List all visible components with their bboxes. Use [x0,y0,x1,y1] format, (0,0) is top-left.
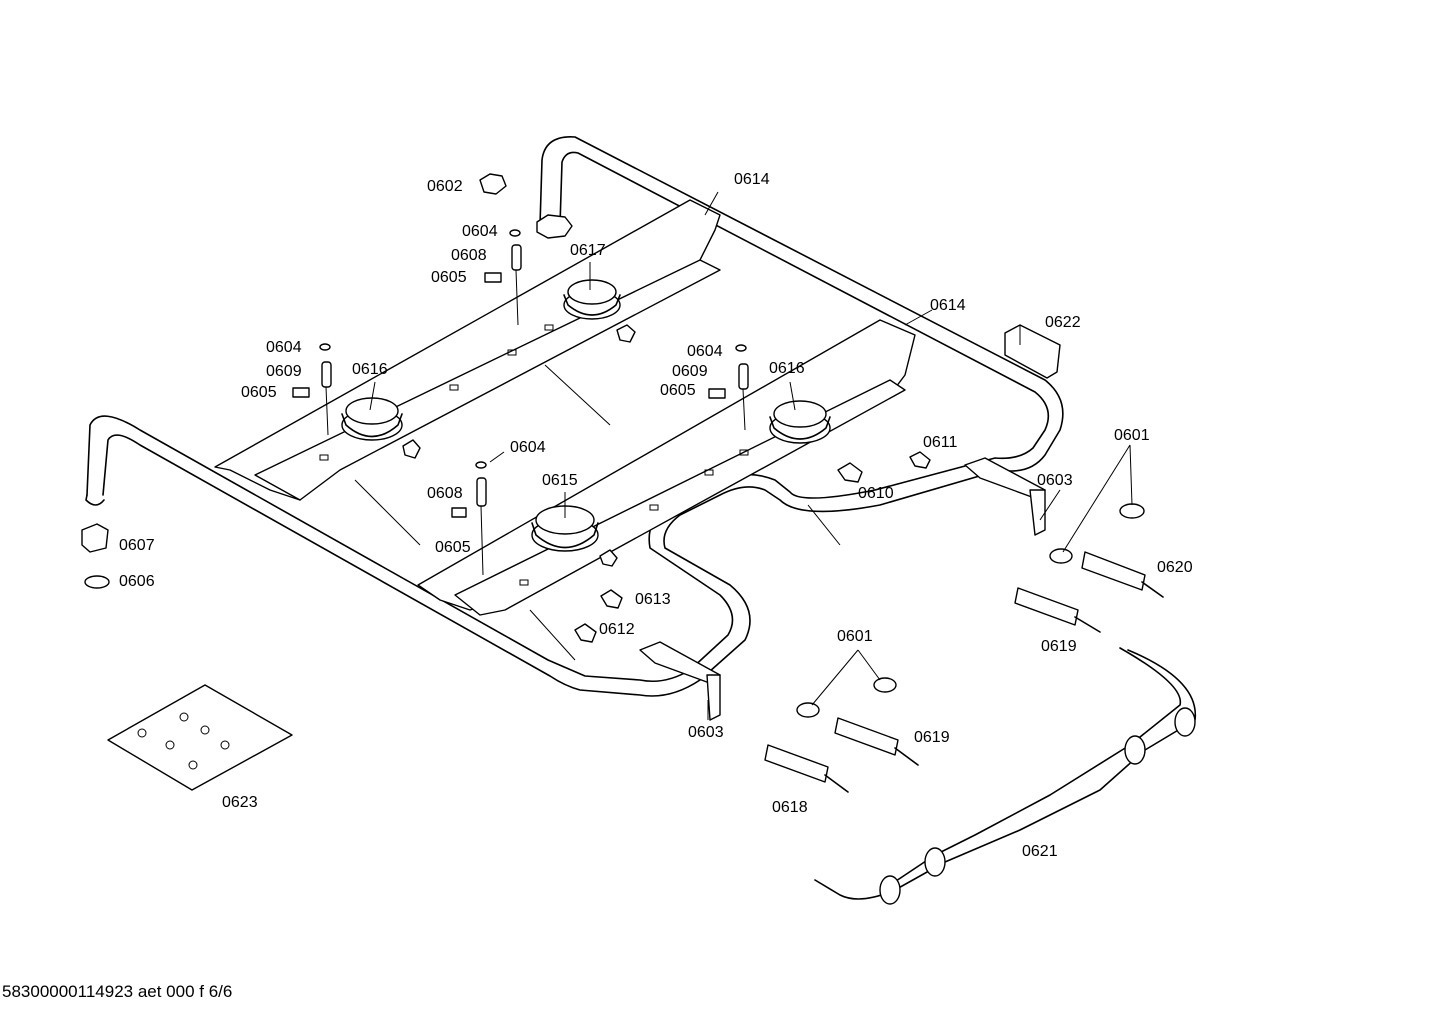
callout-0610: 0610 [858,485,894,502]
callout-0621: 0621 [1022,843,1058,860]
burner-cup-0616-left [341,397,403,441]
module-0622 [1004,324,1061,379]
callout-0601: 0601 [837,628,873,645]
callout-0619: 0619 [1041,638,1077,655]
callout-0605: 0605 [435,539,471,556]
callout-0609: 0609 [266,363,302,380]
callout-0604: 0604 [510,439,546,456]
callout-0604: 0604 [462,223,498,240]
callout-0611: 0611 [923,434,958,451]
callout-0603: 0603 [688,724,724,741]
callout-0614: 0614 [930,297,966,314]
valve-0620 [1081,551,1164,598]
small-parts [81,173,1145,718]
callout-0616: 0616 [769,360,805,377]
harness-0621 [814,647,1197,905]
callout-0602: 0602 [427,178,463,195]
callout-0605: 0605 [660,382,696,399]
callout-0601: 0601 [1114,427,1150,444]
electrodes [321,244,749,576]
burner-cup-0615 [531,505,599,552]
callout-0606: 0606 [119,573,155,590]
callout-0605: 0605 [241,384,277,401]
callout-0605: 0605 [431,269,467,286]
callout-0622: 0622 [1045,314,1081,331]
callout-0612: 0612 [599,621,635,638]
callout-0613: 0613 [635,591,671,608]
callout-0614: 0614 [734,171,770,188]
drawing-id-footer: 58300000114923 aet 000 f 6/6 [2,982,233,1001]
callout-0619: 0619 [914,729,950,746]
leader-lines [369,191,1133,720]
callout-0623: 0623 [222,794,258,811]
gas-pipe-frame [85,136,1064,697]
callout-0620: 0620 [1157,559,1193,576]
callout-0617: 0617 [570,242,606,259]
valve-0619-lower [834,717,919,766]
wires-under-rails [354,364,841,661]
callout-0616: 0616 [352,361,388,378]
bracket-0603-lower [639,641,721,721]
callout-0603: 0603 [1037,472,1073,489]
valve-0619-upper [1014,587,1101,633]
callout-0608: 0608 [427,485,463,502]
burner-cup-0617 [563,279,621,320]
callout-0609: 0609 [672,363,708,380]
callout-0607: 0607 [119,537,155,554]
callout-0618: 0618 [772,799,808,816]
callout-0604: 0604 [266,339,302,356]
burner-cup-0616-right [769,400,831,444]
callout-0604: 0604 [687,343,723,360]
accessory-bag-0623 [107,684,293,791]
bracket-0603-right [964,457,1046,536]
valve-0618 [764,744,849,793]
callout-0608: 0608 [451,247,487,264]
callout-0615: 0615 [542,472,578,489]
